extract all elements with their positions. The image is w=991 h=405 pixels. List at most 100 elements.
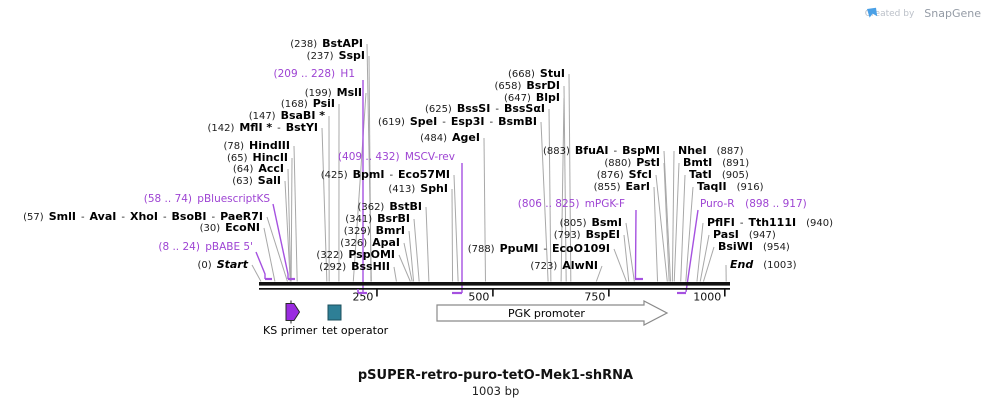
enzyme-label-BmrI[interactable]: (329) BmrI bbox=[344, 224, 405, 237]
site-connector-line bbox=[483, 137, 486, 282]
enzyme-label-ApaI[interactable]: (326) ApaI bbox=[340, 236, 400, 249]
primer-label-MSCVrev[interactable]: (409 .. 432) MSCV-rev bbox=[338, 151, 455, 163]
site-connector-line bbox=[453, 174, 459, 282]
tet-operator-box[interactable] bbox=[327, 304, 342, 321]
primer-label-pBABE5[interactable]: (8 .. 24) pBABE 5' bbox=[158, 241, 253, 253]
site-connector-line bbox=[560, 97, 565, 282]
enzyme-label-BpmI[interactable]: (425) BpmI - Eco57MI bbox=[321, 168, 450, 181]
enzyme-label-BsrBI[interactable]: (341) BsrBI bbox=[345, 212, 410, 225]
enzyme-label-PasI[interactable]: PasI (947) bbox=[713, 228, 776, 241]
site-connector-line bbox=[398, 254, 411, 282]
enzyme-label-PstI[interactable]: (880) PstI bbox=[604, 156, 660, 169]
site-connector-line bbox=[287, 168, 292, 282]
site-connector-line bbox=[696, 222, 704, 282]
site-connector-line bbox=[451, 188, 454, 282]
site-connector-line bbox=[290, 157, 293, 282]
enzyme-label-NheI[interactable]: NheI (887) bbox=[678, 144, 744, 157]
site-connector-line bbox=[540, 121, 549, 282]
site-connector-line bbox=[263, 227, 276, 282]
enzyme-label-PsiI[interactable]: (168) PsiI bbox=[281, 97, 335, 110]
site-connector-line bbox=[653, 186, 659, 282]
enzyme-label-BstAPI[interactable]: (238) BstAPI bbox=[290, 37, 363, 50]
snapgene-brand-text: SnapGene bbox=[924, 7, 981, 20]
site-connector-line bbox=[321, 127, 328, 282]
primer-label-H1[interactable]: (209 .. 228) H1 bbox=[274, 68, 355, 80]
enzyme-label-BsaBI[interactable]: (147) BsaBI * bbox=[249, 109, 326, 122]
pgk-promoter-label: PGK promoter bbox=[508, 307, 585, 320]
enzyme-label-BsmI[interactable]: (805) BsmI bbox=[560, 216, 622, 229]
enzyme-label-TaqII[interactable]: TaqII (916) bbox=[697, 180, 764, 193]
created-by-text: Created by bbox=[864, 8, 915, 19]
enzyme-label-BlpI[interactable]: (647) BlpI bbox=[504, 91, 560, 104]
enzyme-label-SspI[interactable]: (237) SspI bbox=[307, 49, 365, 62]
enzyme-label-MslI[interactable]: (199) MslI bbox=[305, 86, 362, 99]
primer-connector-line bbox=[634, 209, 637, 279]
enzyme-label-BsiWI[interactable]: BsiWI (954) bbox=[718, 240, 790, 253]
primer-connector-line bbox=[272, 203, 289, 279]
enzyme-label-EarI[interactable]: (855) EarI bbox=[594, 180, 650, 193]
site-connector-line bbox=[393, 266, 397, 282]
enzyme-label-BstBI[interactable]: (362) BstBI bbox=[357, 200, 422, 213]
site-connector-line bbox=[673, 162, 680, 282]
site-connector-line bbox=[413, 218, 420, 282]
enzyme-label-StuI[interactable]: (668) StuI bbox=[508, 67, 565, 80]
site-connector-line bbox=[568, 73, 572, 282]
enzyme-label-SmlI[interactable]: (57) SmlI - AvaI - XhoI - BsoBI - PaeR7I bbox=[23, 210, 263, 223]
sequence-title: pSUPER-retro-puro-tetO-Mek1-shRNA bbox=[357, 368, 634, 383]
snapgene-credit: Created by SnapGene bbox=[865, 7, 981, 20]
enzyme-label-PspOMI[interactable]: (322) PspOMI bbox=[316, 248, 395, 261]
pgk-promoter-arrow[interactable] bbox=[436, 300, 669, 326]
site-connector-line bbox=[284, 180, 291, 282]
enzyme-label-BfuAI[interactable]: (883) BfuAI - BspMI bbox=[543, 144, 660, 157]
enzyme-label-PflFI[interactable]: PflFI - Tth111I (940) bbox=[707, 216, 833, 229]
site-connector-line bbox=[352, 92, 367, 282]
site-connector-line bbox=[623, 234, 630, 282]
site-connector-line bbox=[625, 222, 635, 282]
enzyme-label-MflI[interactable]: (142) MflI * - BstYI bbox=[207, 121, 318, 134]
enzyme-label-EcoNI[interactable]: (30) EcoNI bbox=[200, 221, 260, 234]
ks-primer-arrow[interactable] bbox=[285, 303, 301, 321]
enzyme-label-HindIII[interactable]: (78) HindIII bbox=[224, 139, 291, 152]
enzyme-label-AccI[interactable]: (64) AccI bbox=[233, 162, 284, 175]
enzyme-label-TatI[interactable]: TatI (905) bbox=[689, 168, 749, 181]
site-connector-line bbox=[563, 85, 567, 282]
primer-label-PuroR[interactable]: Puro-R (898 .. 917) bbox=[700, 198, 807, 210]
enzyme-label-BssHII[interactable]: (292) BssHII bbox=[319, 260, 390, 273]
enzyme-label-BssSI[interactable]: (625) BssSI - BssSαI bbox=[425, 102, 545, 115]
enzyme-label-SalI[interactable]: (63) SalI bbox=[232, 174, 281, 187]
enzyme-label-SfcI[interactable]: (876) SfcI bbox=[597, 168, 652, 181]
site-connector-line bbox=[251, 264, 262, 282]
enzyme-label-Start[interactable]: (0) Start bbox=[198, 258, 249, 271]
primer-connector-line bbox=[255, 251, 266, 279]
enzyme-label-AgeI[interactable]: (484) AgeI bbox=[420, 131, 480, 144]
sequence-line bbox=[259, 282, 730, 286]
site-connector-line bbox=[663, 150, 672, 282]
enzyme-label-BsrDI[interactable]: (658) BsrDI bbox=[495, 79, 560, 92]
enzyme-label-BmtI[interactable]: BmtI (891) bbox=[683, 156, 749, 169]
ruler-tick-label: 250 bbox=[352, 291, 373, 304]
site-connector-line bbox=[403, 242, 413, 282]
enzyme-label-AlwNI[interactable]: (723) AlwNI bbox=[530, 259, 598, 272]
site-connector-line bbox=[699, 234, 710, 282]
enzyme-label-SphI[interactable]: (413) SphI bbox=[388, 182, 448, 195]
enzyme-label-PpuMI[interactable]: (788) PpuMI - EcoO109I bbox=[468, 242, 610, 255]
enzyme-label-BspEI[interactable]: (793) BspEI bbox=[554, 228, 620, 241]
enzyme-label-SpeI[interactable]: (619) SpeI - Esp3I - BsmBI bbox=[378, 115, 537, 128]
site-connector-line bbox=[663, 162, 670, 282]
primer-label-pBluescriptKS[interactable]: (58 .. 74) pBluescriptKS bbox=[144, 193, 271, 205]
primer-label-mPGKF[interactable]: (806 .. 825) mPGK-F bbox=[518, 198, 625, 210]
enzyme-label-End[interactable]: End (1003) bbox=[730, 258, 797, 271]
enzyme-label-HincII[interactable]: (65) HincII bbox=[227, 151, 288, 164]
site-connector-line bbox=[408, 230, 415, 282]
site-connector-line bbox=[613, 248, 627, 282]
site-connector-line bbox=[293, 145, 298, 282]
ks-primer-label: KS primer bbox=[263, 324, 318, 337]
site-connector-line bbox=[655, 174, 668, 282]
site-connector-line bbox=[595, 265, 603, 282]
sequence-length: 1003 bp bbox=[471, 384, 520, 398]
site-connector-line bbox=[685, 186, 694, 282]
sequence-title-block: pSUPER-retro-puro-tetO-Mek1-shRNA 1003 b… bbox=[0, 368, 991, 398]
ruler-tick-label: 500 bbox=[468, 291, 489, 304]
site-connector-line bbox=[702, 246, 715, 282]
